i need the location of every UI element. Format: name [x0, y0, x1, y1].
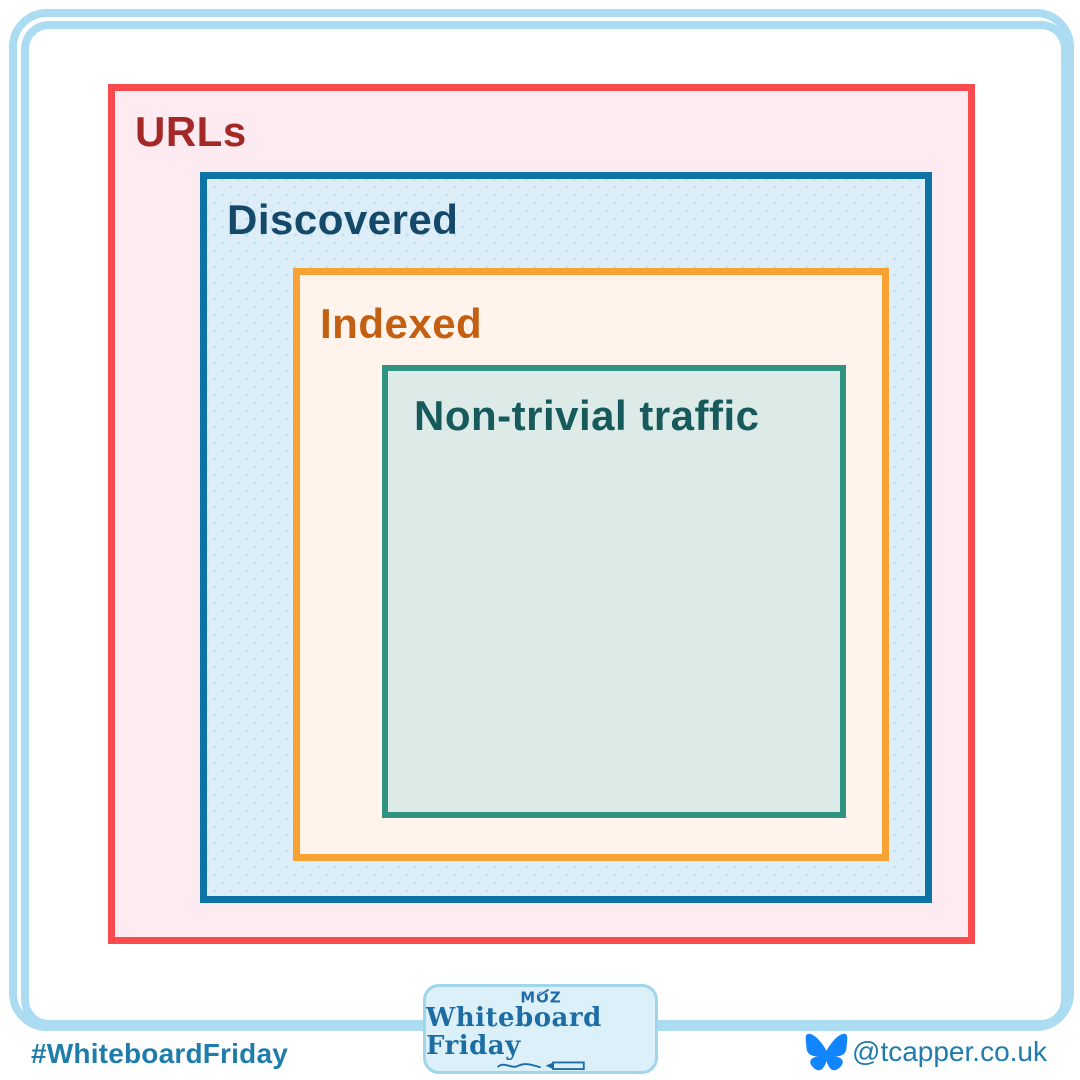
set-label-indexed: Indexed	[320, 300, 483, 347]
set-label-non-trivial-traffic: Non-trivial traffic	[414, 392, 760, 439]
whiteboard-friday-title: Whiteboard Friday	[426, 1003, 602, 1061]
moz-whiteboard-friday-badge: MOZ Whiteboard Friday	[423, 984, 658, 1074]
set-label-urls: URLs	[135, 108, 247, 155]
hashtag-text: #WhiteboardFriday	[31, 1038, 288, 1069]
handle-text: @tcapper.co.uk	[852, 1036, 1047, 1067]
moz-logo: MOZ	[520, 989, 561, 1006]
set-label-discovered: Discovered	[227, 196, 459, 243]
bluesky-butterfly-icon	[805, 1033, 848, 1071]
moz-o-slash	[537, 989, 549, 997]
set-box-non-trivial-traffic: Non-trivial traffic	[382, 365, 846, 818]
marker-pen-icon	[496, 1061, 585, 1071]
author-handle: @tcapper.co.uk	[805, 1033, 1047, 1071]
svg-text:MOZ: MOZ	[520, 990, 561, 1006]
